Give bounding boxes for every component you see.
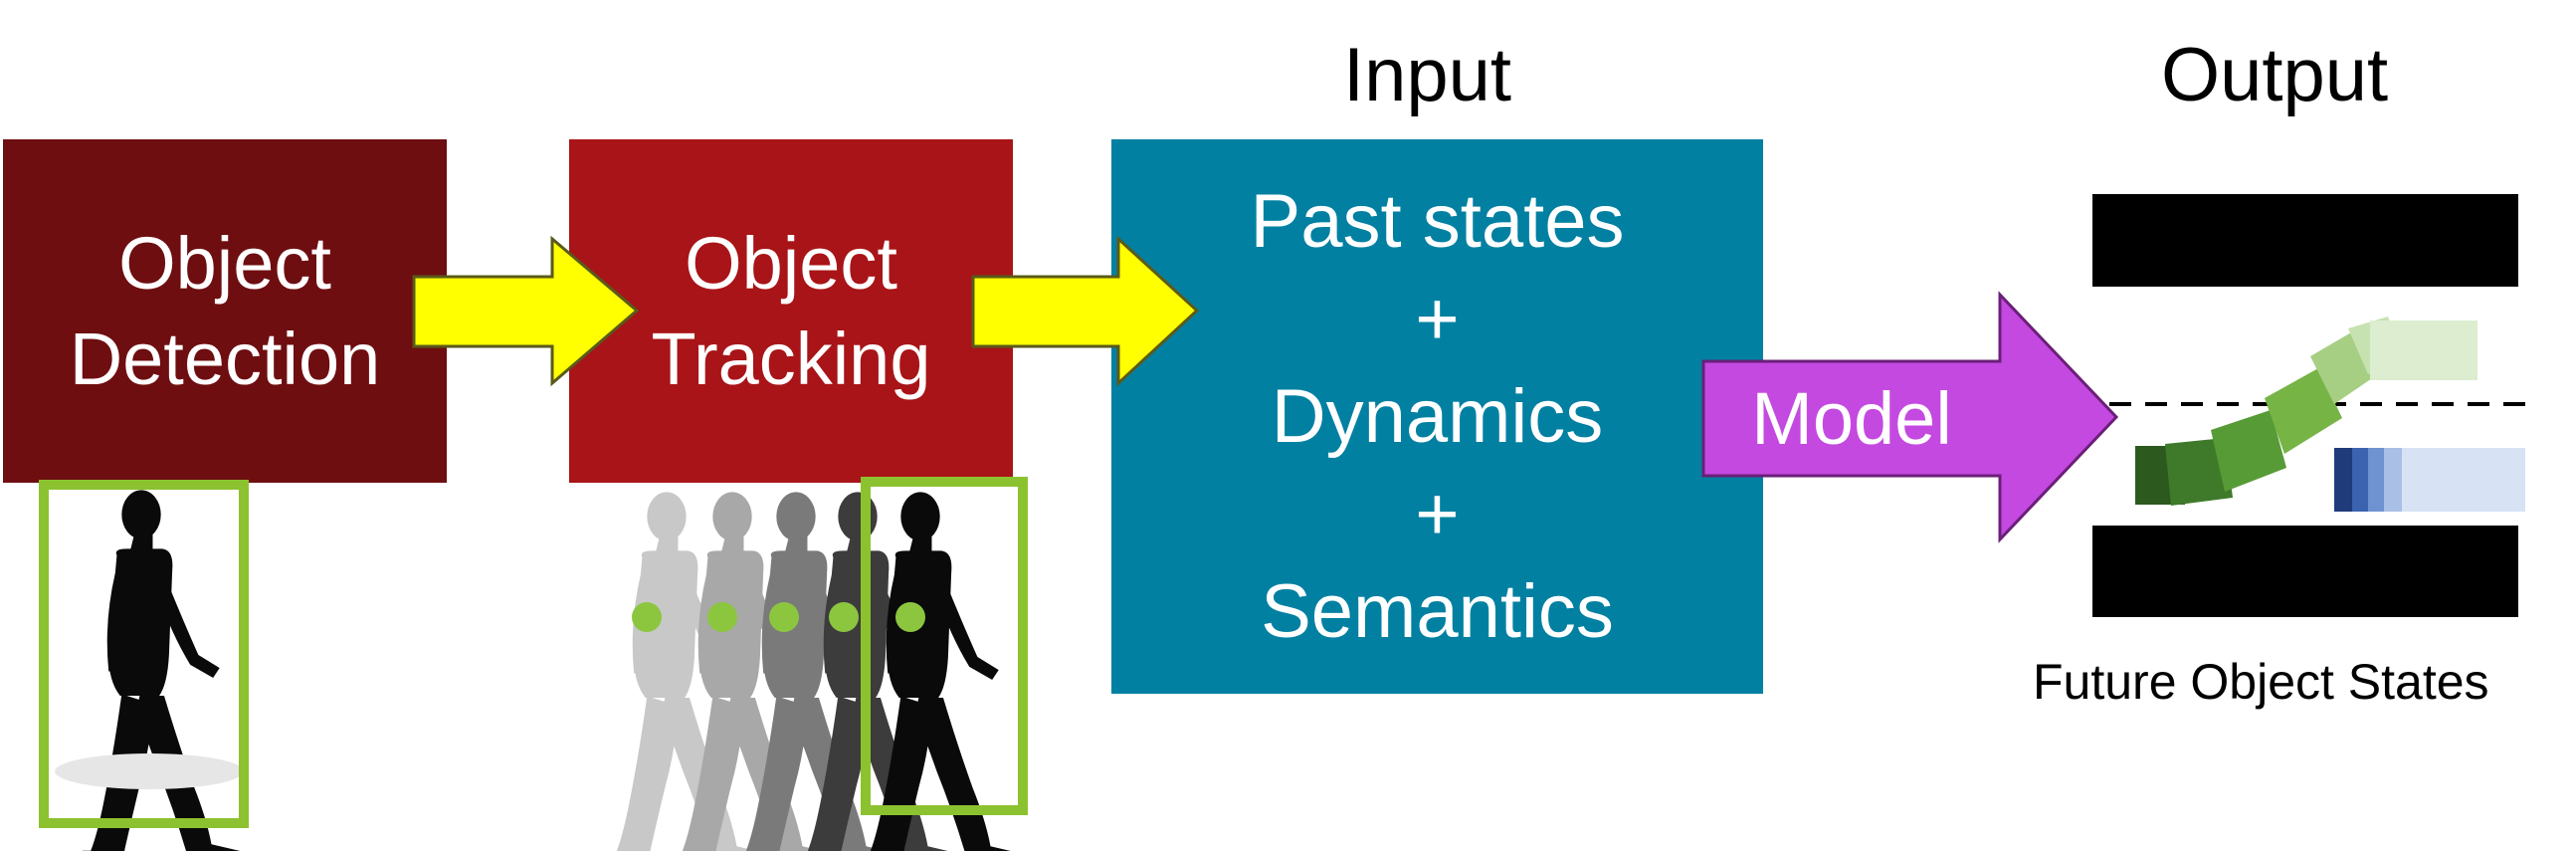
model-arrow [1701,291,2119,543]
input-box: Past states + Dynamics + Semantics [1111,139,1763,694]
input-dynamics: Dynamics [1271,373,1604,459]
detection-to-tracking-arrow [412,235,640,387]
bottom-lane-bar [2092,526,2518,617]
input-past-states: Past states [1250,178,1625,264]
object-detection-line1: Object [118,221,331,305]
detection-bounding-box [39,480,249,828]
top-lane-bar [2092,194,2518,287]
input-plus-2: + [1415,471,1460,556]
object-tracking-line2: Tracking [651,317,931,400]
tracking-to-input-arrow [971,235,1200,387]
object-tracking-line1: Object [685,221,897,305]
walking-person-icon [77,490,249,851]
future-object-states-caption: Future Object States [2033,654,2489,710]
walking-person-trail-icon [602,492,1028,851]
trajectory-icon [2135,317,2525,512]
input-semantics: Semantics [1261,568,1614,654]
object-detection-box: Object Detection [3,139,447,483]
object-detection-line2: Detection [69,317,381,400]
input-plus-1: + [1415,276,1460,361]
model-label: Model [1751,377,1952,460]
output-heading: Output [2161,33,2389,117]
input-heading: Input [1343,33,1512,117]
object-tracking-box: Object Tracking [569,139,1013,483]
tracking-bounding-box [861,477,1028,815]
